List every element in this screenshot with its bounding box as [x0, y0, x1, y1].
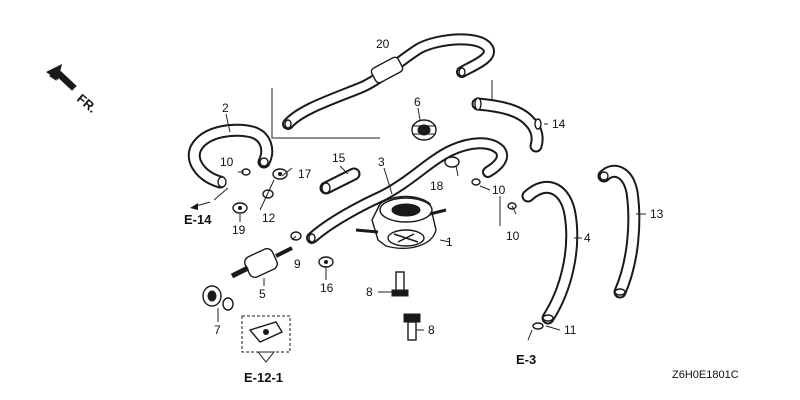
section-ref-e-12-1[interactable]: E-12-1	[244, 370, 283, 385]
callout-8-upper: 8	[366, 285, 373, 299]
callout-2: 2	[222, 101, 229, 115]
bolt-8-lower	[403, 313, 421, 341]
fuel-hose-20	[282, 33, 495, 130]
fuel-hose-3	[306, 137, 508, 244]
clip-10-mid	[471, 178, 481, 186]
fuel-hose-13	[597, 164, 641, 299]
callout-13: 13	[650, 207, 664, 221]
clip-7	[202, 285, 234, 311]
grommet-6	[411, 119, 437, 141]
section-ref-e-14[interactable]: E-14	[184, 212, 212, 227]
callout-1: 1	[446, 235, 453, 249]
fuel-hose-14	[471, 97, 544, 153]
fuel-hose-2	[187, 123, 274, 189]
callout-14: 14	[552, 117, 566, 131]
callout-6: 6	[414, 95, 421, 109]
callout-15: 15	[332, 151, 346, 165]
clamp-17	[272, 168, 288, 180]
clamp-19	[232, 202, 248, 214]
callout-10-right: 10	[506, 229, 520, 243]
callout-16: 16	[320, 281, 334, 295]
callout-20: 20	[376, 37, 390, 51]
callout-7: 7	[214, 323, 221, 337]
callout-3: 3	[378, 155, 385, 169]
callout-8-lower: 8	[428, 323, 435, 337]
callout-5: 5	[259, 287, 266, 301]
fuel-hose-4	[521, 180, 579, 325]
clip-11	[532, 322, 544, 330]
callout-10-mid: 10	[492, 183, 506, 197]
bolt-8-upper	[391, 271, 409, 297]
callout-19: 19	[232, 223, 246, 237]
inline-fuel-filter-5	[230, 246, 293, 279]
callout-4: 4	[584, 231, 591, 245]
fuel-pump-1	[355, 195, 447, 249]
section-ref-e-3[interactable]: E-3	[516, 352, 536, 367]
diagram-code: Z6H0E1801C	[672, 369, 739, 381]
fuel-hose-15	[319, 167, 361, 195]
front-direction-arrow: FR.	[46, 64, 100, 116]
hose-20-sleeve	[370, 56, 404, 84]
callout-10-left: 10	[220, 155, 234, 169]
clamp-16	[318, 256, 334, 268]
clamp-18	[444, 156, 460, 168]
front-direction-label: FR.	[74, 91, 100, 116]
bracket-e-12-1	[241, 315, 291, 363]
callout-17: 17	[298, 167, 312, 181]
callout-12: 12	[262, 211, 276, 225]
callout-18: 18	[430, 179, 444, 193]
callout-11: 11	[564, 323, 577, 337]
callout-9: 9	[294, 257, 301, 271]
